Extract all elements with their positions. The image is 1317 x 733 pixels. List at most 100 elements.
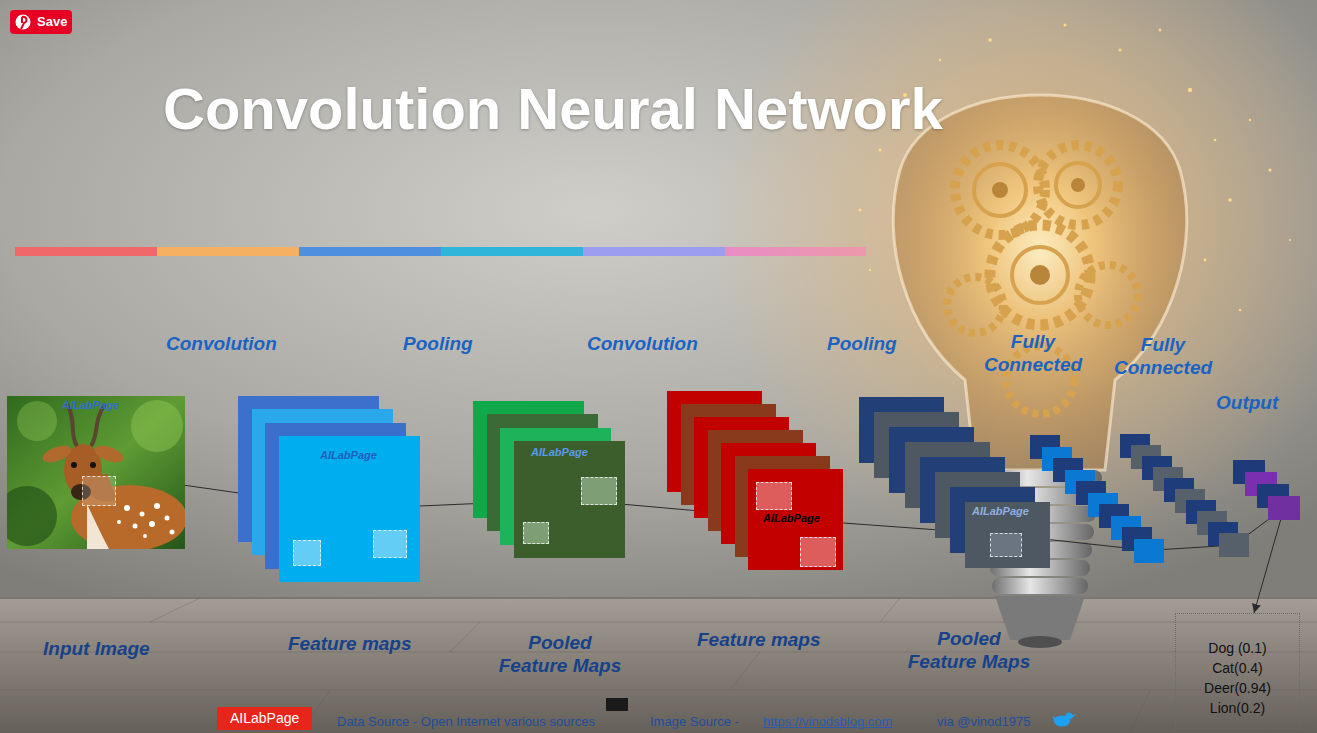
- layer-caption: Pooled Feature Maps: [494, 631, 626, 677]
- light-bulb: [947, 277, 1003, 333]
- watermark: AILabPage: [972, 505, 1029, 518]
- deer-photo: [90, 462, 96, 468]
- deer-photo: [154, 503, 160, 509]
- stage-heading: Pooling: [827, 332, 897, 355]
- sparkles: [1188, 88, 1192, 92]
- save-button: [10, 10, 72, 34]
- deer-photo: [0, 396, 187, 551]
- neuron-block: [1134, 539, 1164, 563]
- wooden-floor: [730, 652, 760, 690]
- stage-heading: Pooling: [403, 332, 473, 355]
- source-note: Image Source -: [650, 714, 739, 729]
- sparkles: [939, 59, 941, 61]
- receptive-field-patch: [523, 522, 549, 544]
- neuron-block: [1219, 533, 1249, 557]
- wooden-floor: [0, 690, 1317, 691]
- class-scores-box: Dog (0.1)Cat(0.4)Deer(0.94)Lion(0.2): [1175, 613, 1300, 729]
- save-button: [16, 15, 31, 30]
- sparkles: [1119, 49, 1122, 52]
- bulb-base: [992, 578, 1088, 594]
- author-handle: via @vinod1975: [937, 714, 1030, 729]
- sparkles: [1204, 259, 1207, 262]
- watermark: AILabPage: [320, 449, 377, 462]
- pooled-map-stack: PoolingAILabPagePooled Feature Maps: [398, 325, 638, 670]
- light-bulb: [1012, 247, 1068, 303]
- wooden-floor: [0, 598, 1317, 733]
- sparkles: [988, 38, 992, 42]
- layer-caption: Feature maps: [288, 632, 412, 655]
- light-bulb: [992, 178, 1085, 285]
- sparkles: [858, 208, 861, 211]
- stage-heading: Fully Connected: [1108, 333, 1218, 379]
- footer-icons: [1066, 713, 1073, 720]
- output-neuron: [1268, 496, 1300, 520]
- light-bulb: [947, 145, 1138, 414]
- deer-photo: [117, 503, 175, 538]
- class-score: Cat(0.4): [1182, 658, 1293, 678]
- deer-photo: [71, 462, 77, 468]
- color-bar: [583, 247, 725, 256]
- stage-heading: Fully Connected: [978, 330, 1088, 376]
- light-bulb: [1056, 163, 1100, 207]
- deer-photo: [41, 442, 74, 465]
- receptive-field-patch: [581, 477, 617, 505]
- class-score: Deer(0.94): [1182, 678, 1293, 698]
- footer-icons: [1072, 714, 1076, 718]
- wooden-floor: [1130, 690, 1150, 733]
- feature-map-stack: ConvolutionAILabPageFeature maps: [582, 322, 850, 667]
- layer-caption: Input Image: [43, 637, 150, 660]
- wooden-floor: [0, 652, 1317, 653]
- light-bulb: [1078, 265, 1138, 325]
- deer-photo: [93, 442, 126, 465]
- brand-badge: AILabPage: [217, 707, 312, 730]
- save-button: [21, 17, 26, 29]
- watermark: AILabPage: [763, 512, 820, 525]
- color-bar: [15, 247, 157, 256]
- connector: [1164, 546, 1220, 550]
- button-label: Save: [37, 14, 67, 30]
- fully-connected-layer: Fully Connected: [1105, 325, 1255, 565]
- deer-photo: [117, 520, 121, 524]
- sparkles: [839, 24, 1291, 312]
- sparkles: [1064, 24, 1067, 27]
- sparkles: [1159, 29, 1162, 32]
- diagram-title: Convolution Neural Network: [163, 76, 943, 142]
- receptive-field-patch: [82, 476, 116, 506]
- wooden-floor: [150, 598, 200, 622]
- footer-icons: [1053, 716, 1058, 722]
- wooden-floor: [450, 622, 480, 652]
- sparkles: [879, 149, 882, 152]
- deer-photo: [165, 516, 170, 521]
- stage-heading: Convolution: [587, 332, 698, 355]
- color-bar: [441, 247, 583, 256]
- deer-photo: [17, 401, 57, 441]
- receptive-field-patch: [373, 530, 407, 558]
- deer-photo: [149, 521, 155, 527]
- bulb-base: [995, 596, 1085, 640]
- deer-photo: [124, 505, 130, 511]
- stage-heading: Convolution: [166, 332, 277, 355]
- layer-caption: Pooled Feature Maps: [903, 627, 1035, 673]
- watermark: AILabPage: [62, 399, 119, 412]
- receptive-field-patch: [990, 533, 1022, 557]
- class-score: Lion(0.2): [1182, 698, 1293, 718]
- receptive-field-patch: [756, 482, 792, 510]
- deer-photo: [87, 504, 109, 549]
- layer-caption: Feature maps: [697, 628, 821, 651]
- output-layer: Output: [1212, 385, 1307, 525]
- deer-photo: [131, 400, 183, 452]
- deer-photo: [143, 534, 147, 538]
- save-button: [10, 10, 72, 34]
- deer-photo: [140, 512, 145, 517]
- stage-heading: Output: [1216, 391, 1278, 414]
- source-link: https://vinodsblog.com: [763, 714, 892, 729]
- receptive-field-patch: [293, 540, 321, 566]
- wooden-floor: [0, 622, 1317, 623]
- sparkles: [1268, 168, 1271, 171]
- color-bar: [299, 247, 441, 256]
- deer-photo: [0, 486, 57, 546]
- connector: [1254, 520, 1281, 613]
- bulb-base: [1018, 636, 1062, 648]
- wooden-floor: [0, 598, 1317, 733]
